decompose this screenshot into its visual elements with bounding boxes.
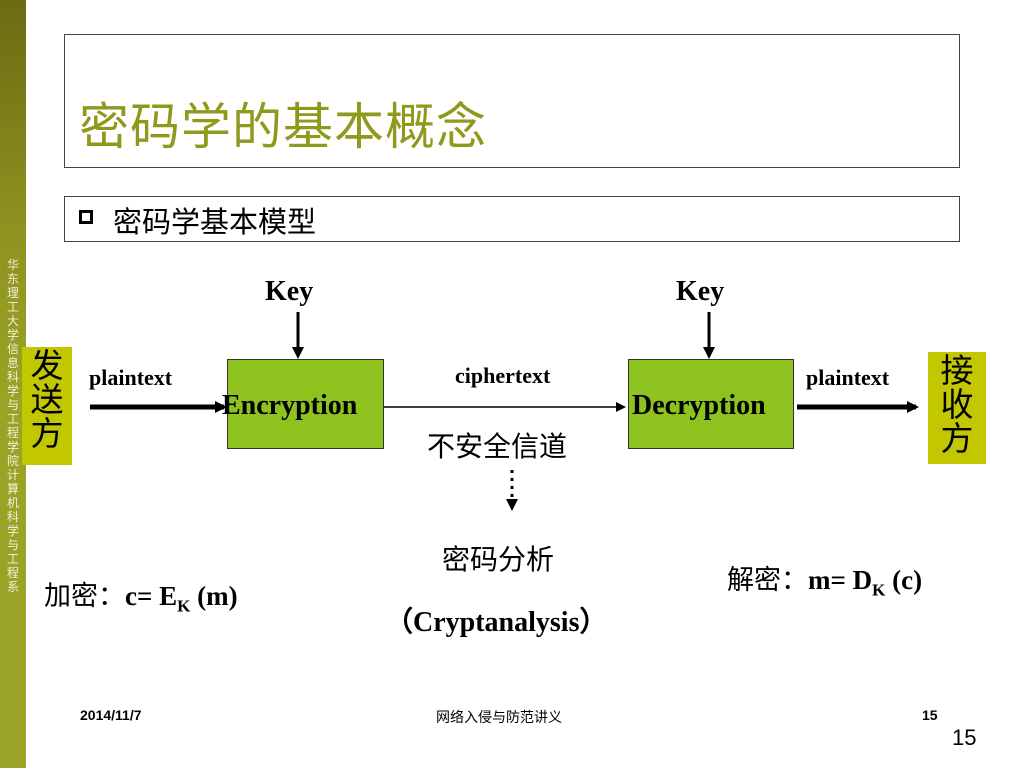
ciphertext-label: ciphertext: [455, 363, 551, 388]
cryptanalysis-en-label: （Cryptanalysis）: [385, 607, 608, 638]
decryption-formula-prefix: 解密：: [727, 565, 808, 596]
encryption-box: [227, 359, 384, 449]
sidebar-text: 华东理工大学信息科学与工程学院计算机科学与工程系: [6, 258, 19, 594]
cryptanalysis-cn-label: 密码分析: [442, 543, 555, 576]
encryption-formula-rhs: (m): [190, 581, 238, 611]
decryption-formula-sub: K: [872, 580, 886, 600]
footer-center: 网络入侵与防范讲义: [436, 710, 562, 726]
decryption-box: [628, 359, 794, 449]
decryption-formula-lhs: m= D: [808, 565, 873, 595]
sidebar-stripe: 华东理工大学信息科学与工程学院计算机科学与工程系: [0, 0, 26, 768]
decryption-formula-rhs: (c): [885, 565, 923, 595]
receiver-box: 接收方: [928, 352, 986, 464]
footer-date: 2014/11/7: [80, 707, 142, 723]
sender-label: 发送方: [30, 346, 64, 453]
key-right-label: Key: [676, 276, 725, 307]
receiver-label: 接收方: [940, 351, 974, 458]
plaintext-left-label: plaintext: [89, 365, 173, 390]
title-box: 密码学的基本概念: [64, 34, 960, 168]
page-title: 密码学的基本概念: [79, 98, 487, 156]
encryption-formula-sub: K: [177, 596, 191, 616]
insecure-channel-label: 不安全信道: [427, 430, 568, 463]
decryption-formula: 解密：m= DK (c): [727, 558, 922, 600]
footer-page-bold: 15: [922, 707, 938, 723]
key-left-label: Key: [265, 276, 314, 307]
decryption-label: Decryption: [632, 390, 766, 421]
plaintext-right-label: plaintext: [806, 365, 890, 390]
encryption-formula: 加密：c= EK (m): [44, 574, 238, 616]
encryption-formula-lhs: c= E: [125, 581, 178, 611]
bullet-text: 密码学基本模型: [113, 205, 317, 239]
encryption-label: Encryption: [222, 390, 358, 421]
encryption-formula-prefix: 加密：: [44, 581, 125, 612]
slide-page-number: 15: [952, 725, 977, 750]
bullet-box: 密码学基本模型: [64, 196, 960, 242]
sender-box: 发送方: [22, 347, 72, 465]
square-bullet-icon: [79, 210, 93, 224]
